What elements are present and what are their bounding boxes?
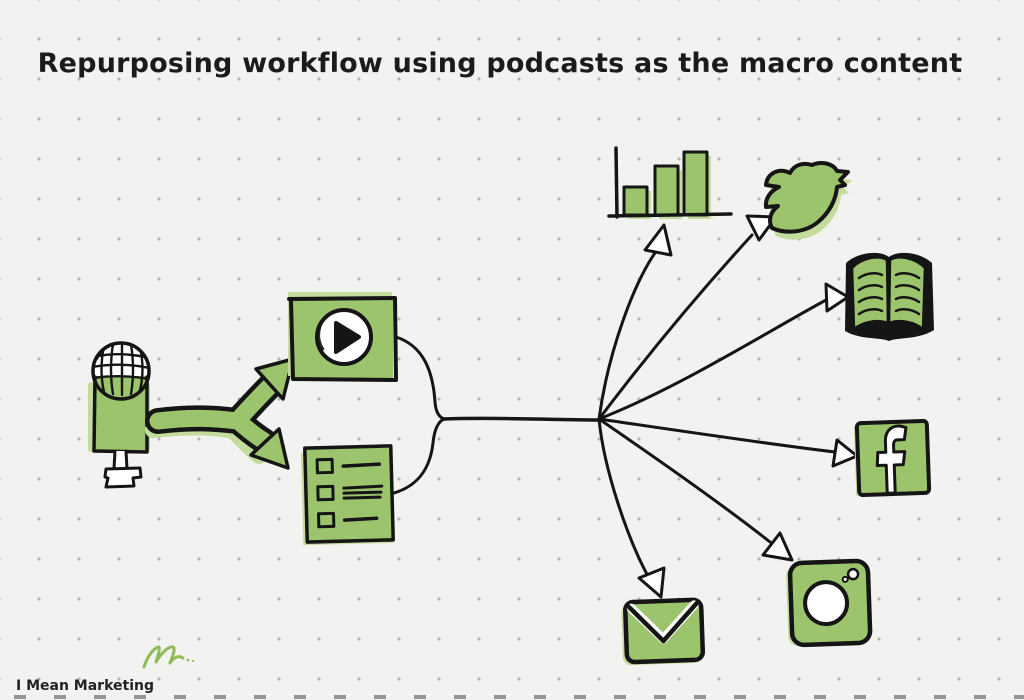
twitter-bird-icon [763,161,852,240]
bar-chart-icon [607,146,733,219]
bottom-edge-dashes [0,695,1024,699]
video-player-icon [287,292,398,382]
facebook-icon [853,418,932,498]
podcast-microphone-icon [88,341,151,489]
checkbox-icon [316,484,335,502]
email-envelope-icon [621,597,706,666]
split-arrow-icon [145,357,295,470]
checkbox-icon [315,457,334,475]
script-m-logo-icon [142,645,195,669]
page-title: Repurposing workflow using podcasts as t… [37,48,963,79]
checklist-icon [300,444,395,546]
footer-brand: I Mean Marketing [16,678,154,694]
trunk-line [441,416,602,422]
fan-arrows [597,214,859,599]
brace-connector [392,335,446,495]
instagram-icon [786,558,873,648]
open-book-icon [845,252,934,341]
checkbox-icon [317,511,336,529]
